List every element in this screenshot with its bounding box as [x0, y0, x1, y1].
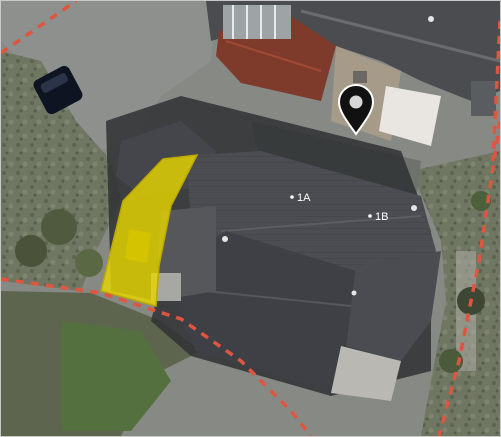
porch-light: [331, 346, 401, 401]
white-canopy: [379, 86, 441, 146]
boundary-line-north: [1, 1, 77, 55]
main-building[interactable]: [116, 16, 441, 401]
roof-vent: [428, 16, 434, 22]
roof-south-ridge: [205, 290, 352, 307]
roof-vent: [351, 290, 357, 296]
highlighted-area-detail: [125, 229, 151, 263]
shrub: [439, 349, 463, 373]
shrub: [15, 235, 47, 267]
red-roof-ridge: [225, 40, 322, 72]
unit-marker-dot: [368, 214, 372, 218]
garden-right: [411, 151, 500, 436]
roof-east: [346, 251, 441, 361]
highlighted-area[interactable]: [100, 154, 199, 307]
unit-marker-dot: [290, 195, 294, 199]
roof-vent: [222, 236, 228, 242]
patio-object: [471, 81, 496, 116]
shrub: [41, 209, 77, 245]
lawn-left: [1, 51, 121, 291]
roof-ridge-main: [220, 215, 422, 232]
parking-lot: [1, 1, 216, 151]
greenhouse: [223, 5, 291, 39]
unit-label-1a[interactable]: 1A: [297, 192, 311, 204]
parked-car: [33, 65, 83, 115]
lawn-bottom-green: [61, 321, 171, 431]
unit-label-1b[interactable]: 1B: [375, 211, 388, 223]
roof-vent: [411, 205, 417, 211]
shrub: [75, 249, 103, 277]
car-windshield: [40, 73, 68, 93]
boundary-line-southwest: [1, 277, 313, 436]
neighbor-roof-ridge: [300, 9, 500, 63]
patio-object: [353, 71, 367, 83]
location-pin-icon[interactable]: [337, 84, 375, 136]
shrub: [471, 191, 491, 211]
neighbor-building-top: [206, 1, 500, 101]
